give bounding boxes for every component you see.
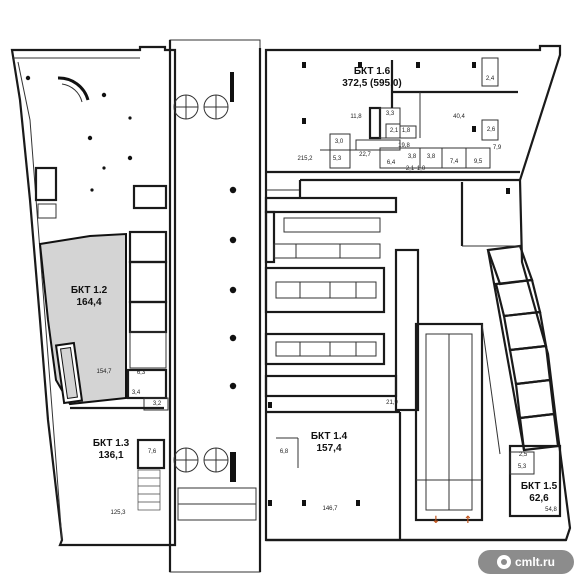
room-label: 1,0 xyxy=(417,166,426,172)
east-wing xyxy=(264,44,572,542)
unit-1-4-name: БКТ 1.4 xyxy=(311,431,348,442)
room-label: 9,5 xyxy=(474,159,483,165)
room-label: 3,4 xyxy=(132,390,141,396)
room-label: 6,8 xyxy=(280,449,289,455)
room-label: 215,2 xyxy=(297,156,313,162)
room-label: 11,8 xyxy=(350,114,362,120)
room-label: 125,3 xyxy=(110,510,126,516)
arrow-down-icon: ↓ xyxy=(432,515,440,526)
unit-1-3-name: БКТ 1.3 xyxy=(93,438,130,449)
room-label: 3,8 xyxy=(408,154,417,160)
unit-1-2[interactable] xyxy=(38,232,127,406)
room-label: 7,9 xyxy=(493,145,502,151)
room-label: 5,3 xyxy=(518,464,527,470)
west-wing xyxy=(10,39,262,573)
room-label: 2,6 xyxy=(487,127,496,133)
room-label: 40,4 xyxy=(453,114,465,120)
room-label: 54,8 xyxy=(545,507,557,513)
columns-east xyxy=(268,62,510,506)
room-label: 3,0 xyxy=(335,139,344,145)
unit-1-6-area: 372,5 (595,0) xyxy=(342,78,402,89)
room-label: 2,4 xyxy=(486,76,495,82)
columns-west xyxy=(25,72,237,482)
unit-1-5-name: БКТ 1.5 xyxy=(521,481,558,492)
logo-icon xyxy=(496,555,511,569)
unit-1-4-area: 157,4 xyxy=(316,443,341,454)
unit-1-3-area: 136,1 xyxy=(98,450,123,461)
room-label: 6,4 xyxy=(387,160,396,166)
watermark-text: cmlt.ru xyxy=(514,555,555,569)
unit-1-2-area: 164,4 xyxy=(76,297,101,308)
room-label: 7,6 xyxy=(148,449,157,455)
room-label: 6,3 xyxy=(137,370,146,376)
watermark-logo: cmlt.ru xyxy=(478,550,574,574)
room-label: 146,7 xyxy=(322,506,338,512)
room-label: 154,7 xyxy=(96,369,112,375)
unit-1-5-area: 62,6 xyxy=(529,493,549,504)
room-label: 21,9 xyxy=(386,400,398,406)
arrow-up-icon: ↑ xyxy=(464,515,472,526)
room-label: 5,3 xyxy=(333,156,342,162)
room-label: 3,8 xyxy=(427,154,436,160)
room-label: 2,5 xyxy=(519,452,528,458)
room-label: 3,2 xyxy=(153,401,162,407)
unit-1-6-name: БКТ 1.6 xyxy=(354,66,391,77)
room-label: 7,4 xyxy=(450,159,459,165)
room-label: 1,8 xyxy=(402,128,411,134)
room-label: 22,7 xyxy=(359,152,371,158)
unit-1-2-name: БКТ 1.2 xyxy=(71,285,108,296)
room-label: 3,3 xyxy=(386,111,395,117)
room-label: 19,8 xyxy=(398,143,410,149)
room-label: 2,1 xyxy=(390,128,399,134)
room-label: 2,1 xyxy=(406,166,415,172)
